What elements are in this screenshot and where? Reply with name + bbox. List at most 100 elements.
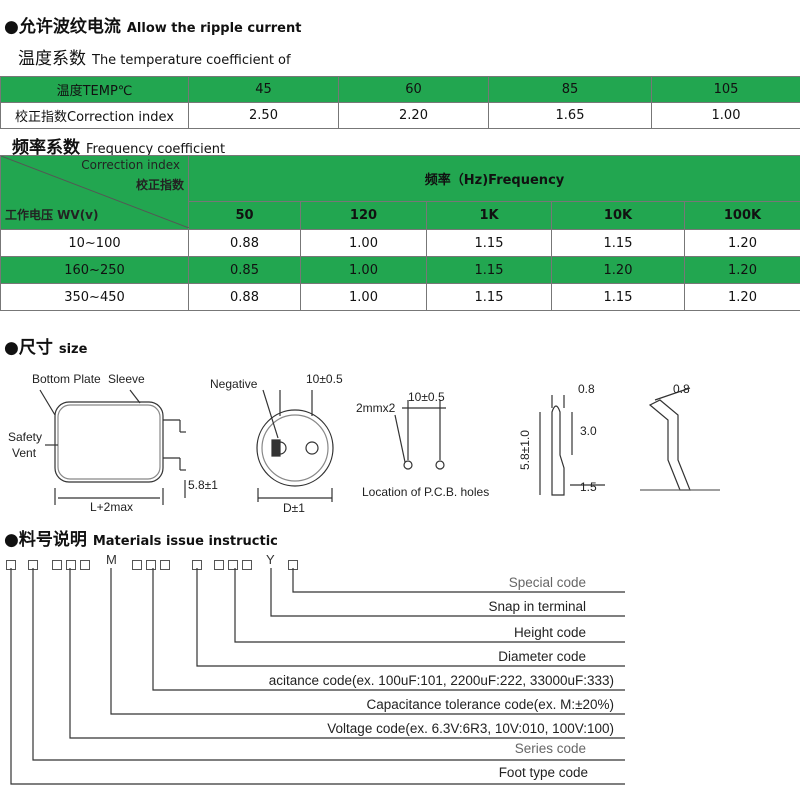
terminal-front-view	[539, 395, 605, 496]
capacitor-top-view	[256, 389, 334, 502]
frequency-value: 1.20	[683, 256, 800, 284]
voltage-range: 160~250	[0, 256, 189, 284]
code-box	[214, 556, 224, 571]
table-row: 350~450 0.88 1.00 1.15 1.15 1.20	[0, 283, 800, 311]
temperature-heading-en: The temperature coefficient of	[92, 53, 291, 68]
code-letter-y: Y	[266, 552, 275, 567]
ripple-heading-en: Allow the ripple current	[126, 21, 302, 36]
code-box	[66, 556, 76, 571]
temperature-col-105: 105	[651, 76, 800, 103]
size-heading: ●尺寸 size	[4, 333, 87, 358]
terminal-bent-view	[640, 387, 720, 491]
label-safety: Safety	[8, 430, 43, 444]
label-terminal-height: 5.8±1.0	[518, 430, 532, 470]
label-height-code: Height code	[513, 625, 586, 640]
frequency-value: 1.00	[300, 256, 427, 284]
label-sleeve: Sleeve	[108, 372, 145, 386]
label-pcb-caption: Location of P.C.B. holes	[362, 485, 490, 499]
frequency-header-row: Correction index 校正指数 工作电压 WV(v) 频率（Hz)F…	[0, 155, 800, 230]
temperature-value: 2.20	[338, 102, 489, 129]
code-box	[132, 556, 142, 571]
frequency-header: 频率（Hz)Frequency	[187, 155, 800, 202]
frequency-col-1k: 1K	[426, 201, 552, 230]
frequency-table: Correction index 校正指数 工作电压 WV(v) 频率（Hz)F…	[0, 155, 800, 311]
label-terminal-base: 1.5	[580, 480, 597, 494]
label-voltage-code: Voltage code(ex. 6.3V:6R3, 10V:010, 100V…	[327, 721, 614, 736]
frequency-columns-row: 50 120 1K 10K 100K	[1, 201, 800, 230]
code-box	[242, 556, 252, 571]
temperature-header-row: 温度TEMP℃ 45 60 85 105	[0, 76, 800, 103]
dimension-drawing	[39, 387, 720, 505]
frequency-value: 0.88	[188, 229, 301, 257]
frequency-col-100k: 100K	[683, 201, 800, 230]
label-lead-length: 5.8±1	[188, 478, 218, 492]
corner-working-voltage: 工作电压 WV(v)	[5, 208, 99, 222]
label-capacitance-code: acitance code(ex. 100uF:101, 2200uF:222,…	[268, 673, 614, 688]
leader-lines	[10, 568, 625, 785]
label-bent-width: 0.8	[673, 382, 690, 396]
temperature-header-label: 温度TEMP℃	[0, 76, 189, 103]
frequency-value: 1.20	[683, 283, 800, 311]
label-bottom-plate: Bottom Plate	[32, 372, 101, 386]
frequency-corner-cell: Correction index 校正指数 工作电压 WV(v)	[0, 155, 189, 230]
label-vent: Vent	[12, 446, 37, 460]
materials-heading-en: Materials issue instructic	[92, 534, 278, 549]
frequency-col-50: 50	[188, 201, 301, 230]
corner-correction-cn: 校正指数	[135, 178, 184, 192]
temperature-col-60: 60	[338, 76, 489, 103]
table-row: 160~250 0.85 1.00 1.15 1.20 1.20	[0, 256, 800, 284]
temperature-value: 1.00	[651, 102, 800, 129]
frequency-value: 1.00	[300, 283, 427, 311]
code-box	[228, 556, 238, 571]
label-hole-size: 2mmx2	[356, 401, 396, 415]
label-foot-type-code: Foot type code	[498, 765, 588, 780]
label-terminal-width: 0.8	[578, 382, 595, 396]
voltage-range: 10~100	[0, 229, 189, 257]
label-diameter: D±1	[283, 501, 305, 515]
code-box	[52, 556, 62, 571]
table-row: 10~100 0.88 1.00 1.15 1.15 1.20	[0, 229, 800, 257]
label-terminal-tip: 3.0	[580, 424, 597, 438]
correction-index-label: 校正指数Correction index	[0, 102, 189, 129]
frequency-value: 1.20	[683, 229, 800, 257]
temperature-value-row: 校正指数Correction index 2.50 2.20 1.65 1.00	[0, 102, 800, 129]
frequency-value: 1.15	[426, 256, 552, 284]
size-heading-en: size	[58, 342, 88, 357]
frequency-value: 1.00	[300, 229, 427, 257]
frequency-col-120: 120	[300, 201, 427, 230]
temperature-value: 2.50	[188, 102, 339, 129]
label-series-code: Series code	[514, 741, 586, 756]
capacitor-side-view	[39, 389, 186, 505]
code-letter-m: M	[106, 552, 117, 567]
frequency-value: 1.15	[551, 229, 685, 257]
label-pitch: 10±0.5	[306, 372, 343, 386]
label-pcb-pitch: 10±0.5	[408, 390, 445, 404]
label-diameter-code: Diameter code	[498, 649, 586, 664]
frequency-col-10k: 10K	[551, 201, 685, 230]
frequency-value: 1.15	[426, 283, 552, 311]
label-snap-in-terminal: Snap in terminal	[488, 599, 586, 614]
size-heading-cn: ●尺寸	[4, 338, 53, 358]
label-negative: Negative	[210, 377, 258, 391]
temperature-table: 温度TEMP℃ 45 60 85 105 校正指数Correction inde…	[0, 76, 800, 129]
label-length: L+2max	[90, 500, 134, 514]
frequency-heading-cn: 频率系数	[12, 138, 80, 158]
temperature-value: 1.65	[488, 102, 652, 129]
pcb-holes	[394, 400, 446, 470]
frequency-value: 1.15	[426, 229, 552, 257]
code-box	[80, 556, 90, 571]
corner-correction-en: Correction index	[81, 158, 180, 172]
part-number-code: M Y	[0, 552, 800, 572]
temperature-col-45: 45	[188, 76, 339, 103]
dimension-diagrams: Bottom Plate Sleeve Safety Vent L+2max 5…	[0, 360, 800, 515]
code-box	[160, 556, 170, 571]
frequency-value: 0.88	[188, 283, 301, 311]
frequency-heading: 频率系数 Frequency coefficient	[12, 133, 225, 158]
frequency-value: 0.85	[188, 256, 301, 284]
frequency-value: 1.20	[551, 256, 685, 284]
ripple-heading-cn: ●允许波纹电流	[4, 17, 121, 37]
ripple-heading: ●允许波纹电流 Allow the ripple current	[4, 12, 301, 37]
frequency-heading-en: Frequency coefficient	[86, 142, 226, 157]
